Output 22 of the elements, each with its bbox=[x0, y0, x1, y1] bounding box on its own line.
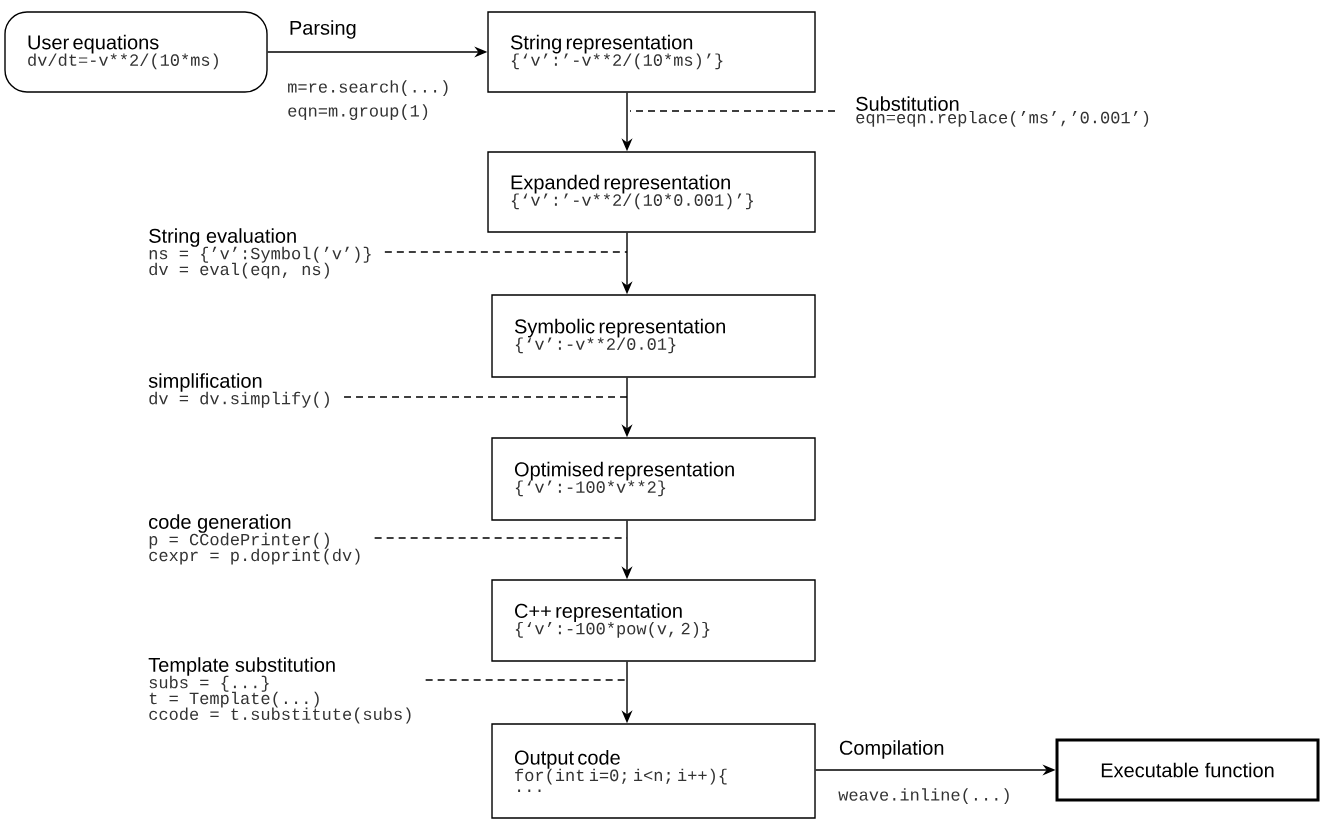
leader-line bbox=[629, 110, 836, 112]
annotation-text: Template substitution subs = {...} t = Template(...) ccode = t.substitute(subs) bbox=[148, 657, 411, 724]
leader-line bbox=[343, 396, 628, 398]
process-box: Symbolic representation {‘v’:-v**2/0.01} bbox=[491, 294, 816, 378]
code-label: eqn=m.group(1) bbox=[288, 104, 428, 121]
start-box: User equations dv/dt=-v**2/(10*ms) bbox=[4, 11, 268, 93]
process-box: C++ representation {‘v’:-100*pow(v, 2)} bbox=[491, 579, 816, 662]
edge-label: Compilation bbox=[839, 740, 944, 759]
code-label: weave.inline(...) bbox=[838, 788, 1009, 805]
annotation-text: String evaluation ns = {’v’:Symbol(’v’)} dv = eval(eqn, ns) bbox=[149, 228, 371, 279]
process-box: String representation {‘v’:’-v**2/(10*ms)’} bbox=[487, 11, 816, 93]
process-box: Output code for(int i=0; i<n; i++){ ... bbox=[491, 723, 816, 819]
annotation-text: simplification dv = dv.simplify() bbox=[148, 373, 329, 408]
process-box: Optimised representation {‘v’:-100*v**2} bbox=[491, 437, 816, 521]
output-box: Executable function bbox=[1055, 738, 1320, 802]
process-box: Expanded representation {‘v’:’-v**2/(10*0.001)’} bbox=[487, 151, 816, 233]
leader-line bbox=[424, 679, 628, 681]
edge-label: Parsing bbox=[290, 20, 356, 39]
leader-line bbox=[384, 251, 628, 253]
annotation-text: code generation p = CCodePrinter() cexpr = p.doprint(dv) bbox=[149, 514, 360, 565]
annotation-text: Substitution eqn=eqn.replace(’ms’,’0.001’) bbox=[856, 96, 1149, 127]
code-label: m=re.search(...) bbox=[288, 80, 448, 97]
